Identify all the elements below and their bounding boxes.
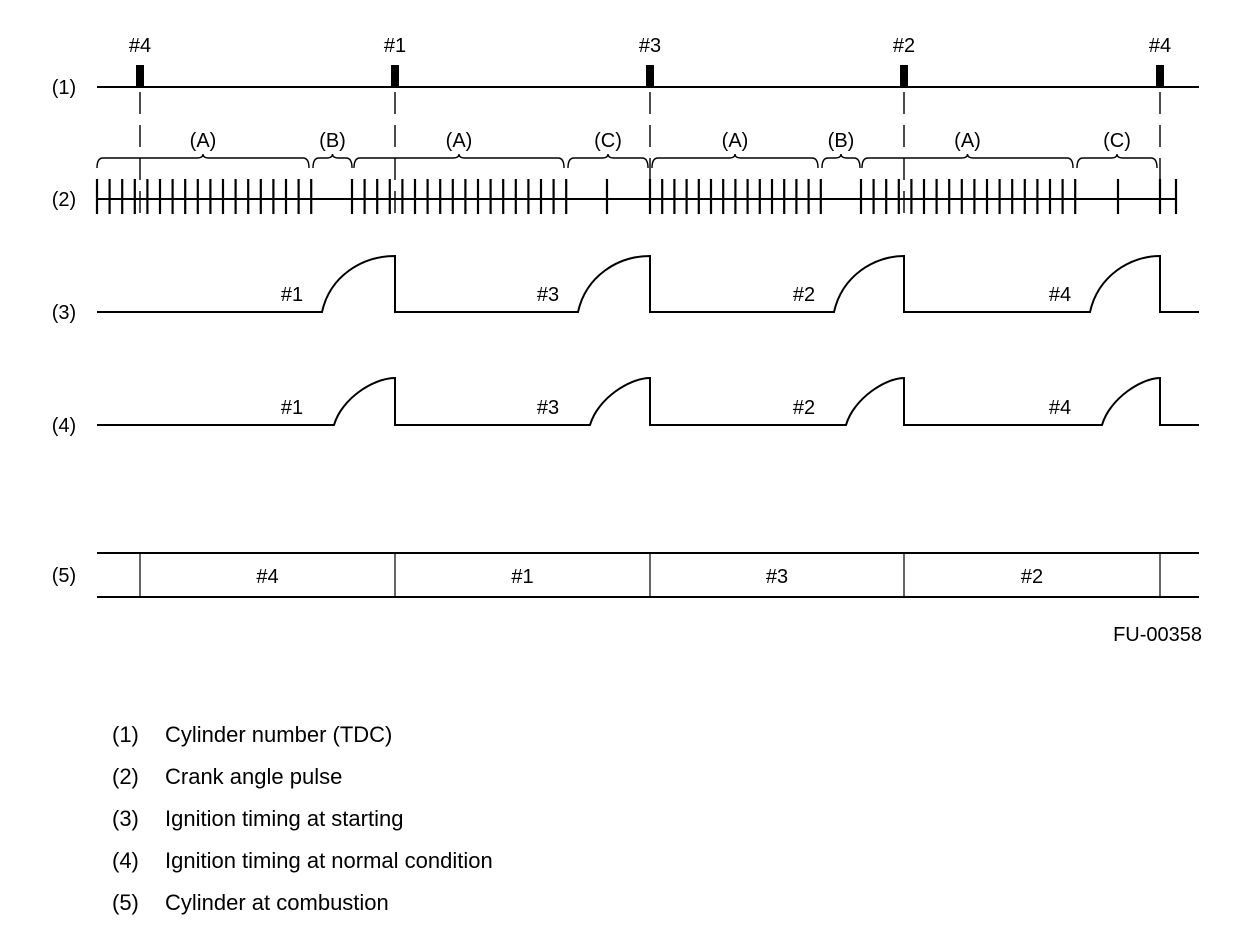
segment-label: (A) (190, 130, 217, 152)
segment-label: (C) (1103, 130, 1131, 152)
tdc-label: #3 (639, 35, 661, 57)
segment-brace (861, 153, 1074, 169)
ignition-label: #4 (1049, 284, 1071, 306)
row-label: (3) (52, 302, 76, 324)
figure-code: FU-00358 (1113, 624, 1202, 646)
segment-brace (1076, 153, 1158, 169)
segment-brace (96, 153, 310, 169)
legend-number: (1) (112, 722, 139, 747)
tdc-marker (1156, 65, 1164, 87)
pulse-segment-braces: (A) (B) (A) (C) (A) (B) (A) (C) (96, 130, 1158, 169)
segment-brace (821, 153, 861, 169)
tdc-label: #4 (129, 35, 151, 57)
segment-label: (B) (319, 130, 346, 152)
ignition-waveform (97, 254, 1199, 313)
tdc-label: #4 (1149, 35, 1171, 57)
legend-number: (5) (112, 890, 139, 915)
legend-text: Ignition timing at starting (165, 806, 404, 831)
tdc-marker (136, 65, 144, 87)
segment-label: (A) (722, 130, 749, 152)
tdc-marker (391, 65, 399, 87)
row-label: (2) (52, 189, 76, 211)
segment-label: (B) (828, 130, 855, 152)
ignition-label: #2 (793, 397, 815, 419)
segment-brace (353, 153, 565, 169)
legend-text: Cylinder at combustion (165, 890, 389, 915)
combustion-label: #4 (256, 566, 278, 588)
segment-brace (567, 153, 649, 169)
legend-item: (4) Ignition timing at normal condition (112, 840, 812, 882)
ignition-label: #1 (281, 397, 303, 419)
legend-item: (2) Crank angle pulse (112, 756, 812, 798)
legend-number: (2) (112, 764, 139, 789)
combustion-label: #2 (1021, 566, 1043, 588)
row-ignition-starting: #1 #3 #2 #4 (97, 254, 1199, 313)
legend-number: (4) (112, 848, 139, 873)
combustion-label: #1 (511, 566, 533, 588)
ignition-label: #1 (281, 284, 303, 306)
tdc-label: #2 (893, 35, 915, 57)
legend-text: Crank angle pulse (165, 764, 343, 789)
combustion-label: #3 (766, 566, 788, 588)
legend: (1) Cylinder number (TDC) (2) Crank angl… (112, 714, 812, 924)
row-crank-angle-pulse (95, 179, 1178, 214)
row-labels: (1) (2) (3) (4) (5) (52, 77, 76, 587)
row-label: (5) (52, 565, 76, 587)
tdc-label: #1 (384, 35, 406, 57)
row-label: (4) (52, 415, 76, 437)
legend-number: (3) (112, 806, 139, 831)
row-ignition-normal: #1 #3 #2 #4 (97, 376, 1199, 426)
ignition-label: #3 (537, 284, 559, 306)
ignition-label: #3 (537, 397, 559, 419)
legend-item: (1) Cylinder number (TDC) (112, 714, 812, 756)
segment-label: (A) (954, 130, 981, 152)
ignition-label: #4 (1049, 397, 1071, 419)
row-combustion: #4 #1 #3 #2 (97, 552, 1199, 598)
segment-brace (651, 153, 819, 169)
tdc-marker (646, 65, 654, 87)
legend-item: (3) Ignition timing at starting (112, 798, 812, 840)
legend-text: Cylinder number (TDC) (165, 722, 393, 747)
segment-label: (A) (446, 130, 473, 152)
segment-label: (C) (594, 130, 622, 152)
row-cylinder-tdc: #4 #1 #3 #2 #4 (97, 35, 1199, 88)
crank-timing-diagram: (1)(2)(3)(4)(5) #4#1#3#2#4 (A)(B)(A)(C)(… (52, 35, 1199, 598)
ignition-waveform (97, 376, 1199, 426)
legend-item: (5) Cylinder at combustion (112, 882, 812, 924)
tdc-marker (900, 65, 908, 87)
row-label: (1) (52, 77, 76, 99)
legend-text: Ignition timing at normal condition (165, 848, 493, 873)
segment-brace (312, 153, 353, 169)
ignition-label: #2 (793, 284, 815, 306)
